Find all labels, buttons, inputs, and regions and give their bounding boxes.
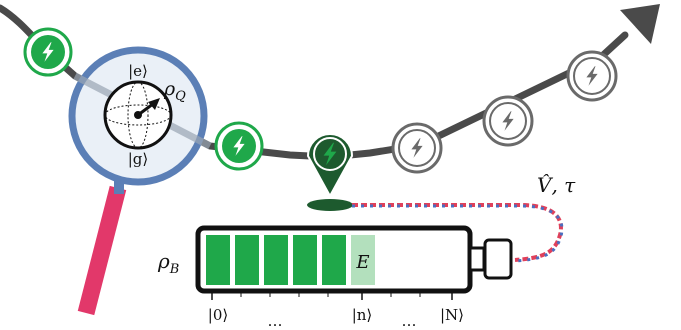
battery-cell — [206, 235, 230, 285]
qubit-magnifier: |e⟩ |g⟩ ρQ — [68, 46, 212, 316]
battery-connector — [483, 238, 513, 280]
tick-ket-0: |0⟩ — [208, 306, 228, 324]
rho-b-label: ρB — [157, 249, 179, 277]
charged-node — [214, 121, 264, 171]
battery-cell — [322, 235, 346, 285]
charged-node — [23, 27, 73, 77]
magnifier-handle — [77, 185, 127, 316]
active-node — [306, 133, 354, 211]
ket-e-label: |e⟩ — [128, 62, 148, 80]
uncharged-node — [482, 95, 534, 147]
charging-cable — [352, 203, 564, 263]
battery-cell-partial — [351, 235, 375, 285]
operator-label: V̂, τ — [537, 173, 576, 197]
bloch-sphere — [103, 80, 173, 150]
battery: E — [195, 225, 513, 300]
battery-cell — [293, 235, 317, 285]
ket-g-label: |g⟩ — [128, 150, 149, 168]
tick-ket-N: |N⟩ — [440, 306, 464, 324]
battery-cell — [235, 235, 259, 285]
tick-dots-1: … — [268, 312, 283, 330]
arrow-icon — [620, 4, 660, 44]
tick-ket-n: |n⟩ — [352, 306, 373, 324]
rho-q-label: ρQ — [163, 78, 186, 104]
tick-dots-2: … — [402, 312, 417, 330]
battery-cell — [264, 235, 288, 285]
uncharged-node — [391, 122, 443, 174]
uncharged-node — [566, 50, 618, 102]
battery-terminal — [468, 246, 486, 272]
energy-label: E — [355, 252, 369, 273]
